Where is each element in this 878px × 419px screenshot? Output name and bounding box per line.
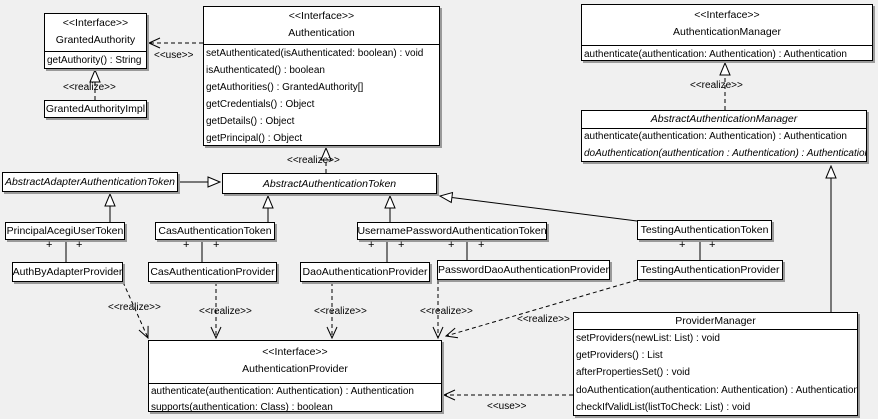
class-name: AbstractAuthenticationManager <box>582 111 866 129</box>
class-name: Authentication <box>288 27 355 39</box>
use-label-providermanager: <<use>> <box>487 401 527 412</box>
class-dao-authentication-provider: DaoAuthenticationProvider <box>300 262 430 282</box>
realize-edge-authbyadapterprovider <box>122 281 148 338</box>
method-getprincipal: getPrincipal() : Object <box>206 133 303 145</box>
method-getproviders: getProviders() : List <box>576 350 663 362</box>
class-username-password-authentication-token: UsernamePasswordAuthenticationToken <box>357 222 547 240</box>
method-afterpropertiesset: afterPropertiesSet() : void <box>576 367 690 379</box>
method-getdetails: getDetails() : Object <box>206 116 295 128</box>
method-isauthenticated: isAuthenticated() : boolean <box>206 65 325 77</box>
multiplicity-plus: + <box>368 239 375 251</box>
class-cas-authentication-token: CasAuthenticationToken <box>155 222 275 240</box>
multiplicity-plus: + <box>213 239 220 251</box>
class-name: TestingAuthenticationProvider <box>640 264 780 276</box>
realize-label-casauthenticationprovider: <<realize>> <box>199 306 252 317</box>
method-checkifvalidlist: checkIfValidList(listToCheck: List) : vo… <box>576 401 751 413</box>
class-granted-authority: <<Interface>> GrantedAuthority getAuthor… <box>44 13 147 69</box>
class-name: PasswordDaoAuthenticationProvider <box>438 264 610 276</box>
realize-label-authbyadapterprovider: <<realize>> <box>108 302 161 313</box>
realize-label-passworddaoprovider: <<realize>> <box>420 306 473 317</box>
method-doauthentication: doAuthentication(authentication : Authen… <box>584 147 867 159</box>
class-name: CasAuthenticationToken <box>158 225 272 237</box>
class-name: UsernamePasswordAuthenticationToken <box>357 225 547 237</box>
realize-label-abstractauthenticationmanager: <<realize>> <box>690 80 743 91</box>
method-authenticate: authenticate(authentication: Authenticat… <box>584 131 847 142</box>
method-setproviders: setProviders(newList: List) : void <box>576 333 720 344</box>
class-name: ProviderManager <box>574 313 857 330</box>
multiplicity-plus: + <box>183 239 190 251</box>
multiplicity-plus: + <box>448 239 455 251</box>
class-name: AuthByAdapterProvider <box>12 266 123 278</box>
realize-label-testingauthenticationprovider: <<realize>> <box>517 314 570 325</box>
realize-label-abstractauthenticationtoken: <<realize>> <box>287 155 340 166</box>
class-abstract-authentication-token: AbstractAuthenticationToken <box>222 173 437 194</box>
class-name: CasAuthenticationProvider <box>150 266 275 278</box>
generalization-edge-testingtoken <box>440 196 638 222</box>
class-authentication: <<Interface>> Authentication setAuthenti… <box>203 6 440 146</box>
method-authenticate: authenticate(authentication: Authenticat… <box>151 386 414 397</box>
class-auth-by-adapter-provider: AuthByAdapterProvider <box>12 262 123 282</box>
class-provider-manager: ProviderManager setProviders(newList: Li… <box>573 312 858 416</box>
class-password-dao-authentication-provider: PasswordDaoAuthenticationProvider <box>437 260 610 280</box>
class-name: AuthenticationProvider <box>242 363 348 375</box>
method-getauthority: getAuthority() : String <box>47 55 142 66</box>
realize-label-daoauthenticationprovider: <<realize>> <box>314 306 367 317</box>
class-cas-authentication-provider: CasAuthenticationProvider <box>148 262 277 282</box>
multiplicity-plus: + <box>76 239 83 251</box>
class-authentication-manager: <<Interface>> AuthenticationManager auth… <box>581 4 873 61</box>
class-testing-authentication-token: TestingAuthenticationToken <box>637 220 772 240</box>
class-abstract-authentication-manager: AbstractAuthenticationManager authentica… <box>581 110 867 162</box>
class-name: GrantedAuthority <box>55 34 136 46</box>
method-getcredentials: getCredentials() : Object <box>206 99 315 111</box>
class-name: GrantedAuthorityImpl <box>45 103 146 115</box>
multiplicity-plus: + <box>679 239 686 251</box>
class-name: PrincipalAcegiUserToken <box>6 225 124 237</box>
stereotype-label: <<Interface>> <box>694 9 760 21</box>
method-setauthenticated: setAuthenticated(isAuthenticated: boolea… <box>206 48 424 59</box>
class-name: AbstractAdapterAuthenticationToken <box>4 176 176 188</box>
class-name: TestingAuthenticationToken <box>640 224 769 236</box>
class-name: AuthenticationManager <box>673 26 781 38</box>
method-getauthorities: getAuthorities() : GrantedAuthority[] <box>206 82 364 94</box>
method-authenticate: authenticate(authentication: Authenticat… <box>584 49 847 60</box>
class-abstract-adapter-authentication-token: AbstractAdapterAuthenticationToken <box>2 172 178 192</box>
multiplicity-plus: + <box>478 239 485 251</box>
method-supports: supports(authentication: Class) : boolea… <box>151 401 333 412</box>
method-doauthentication: doAuthentication(authentication: Authent… <box>576 384 858 396</box>
class-name: AbstractAuthenticationToken <box>262 177 397 190</box>
stereotype-label: <<Interface>> <box>62 17 129 29</box>
class-principal-acegi-user-token: PrincipalAcegiUserToken <box>5 222 125 240</box>
class-granted-authority-impl: GrantedAuthorityImpl <box>44 100 147 118</box>
realize-label-grantedauthorityimpl: <<realize>> <box>63 82 116 93</box>
stereotype-label: <<Interface>> <box>262 346 328 358</box>
realize-edge-testingauthenticationprovider <box>446 279 638 336</box>
use-label-grantedauthority: <<use>> <box>154 50 194 61</box>
multiplicity-plus: + <box>398 239 405 251</box>
multiplicity-plus: + <box>46 239 53 251</box>
class-name: DaoAuthenticationProvider <box>302 266 428 278</box>
multiplicity-plus: + <box>709 239 716 251</box>
class-testing-authentication-provider: TestingAuthenticationProvider <box>637 260 783 280</box>
stereotype-label: <<Interface>> <box>288 10 355 22</box>
class-authentication-provider: <<Interface>> AuthenticationProvider aut… <box>148 340 442 412</box>
